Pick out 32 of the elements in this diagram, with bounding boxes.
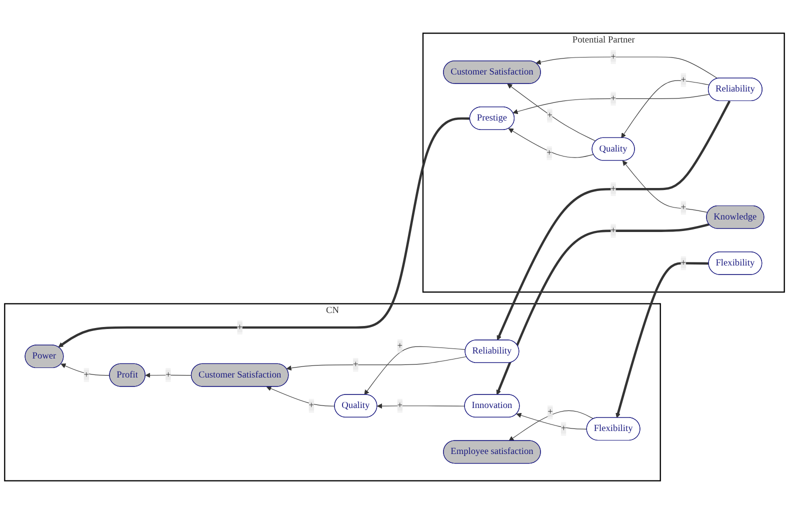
- arrow: [364, 346, 466, 395]
- edge-label: +: [610, 226, 616, 236]
- edge-label: +: [397, 340, 403, 351]
- edge-label: +: [560, 424, 566, 434]
- edge-label: +: [680, 202, 686, 212]
- edge-label: +: [84, 370, 90, 380]
- edge-label: +: [610, 184, 616, 194]
- edge-label: +: [353, 360, 358, 370]
- edge-label: +: [546, 148, 552, 158]
- arrow: [496, 223, 710, 395]
- arrow: [58, 117, 470, 348]
- arrow: [60, 363, 110, 376]
- edge-label: +: [680, 74, 686, 85]
- arrow: [507, 84, 596, 142]
- arrow: [508, 410, 594, 442]
- edge-label: +: [166, 370, 171, 380]
- arrow: [266, 386, 336, 406]
- arrow: [536, 56, 718, 79]
- arrow: [616, 262, 709, 418]
- arrow: [516, 412, 588, 430]
- arrow: [621, 80, 710, 138]
- arrow: [145, 372, 192, 378]
- edge-label: +: [547, 110, 552, 120]
- edge-label: +: [610, 93, 616, 104]
- edge-label: +: [308, 400, 314, 410]
- edge-label: +: [397, 400, 403, 410]
- edge-label: +: [610, 52, 616, 62]
- edge-label: +: [548, 407, 553, 418]
- edge-label: +: [680, 258, 686, 268]
- arrow: [496, 100, 731, 340]
- edge-label: +: [237, 322, 242, 332]
- arrow: [376, 403, 466, 409]
